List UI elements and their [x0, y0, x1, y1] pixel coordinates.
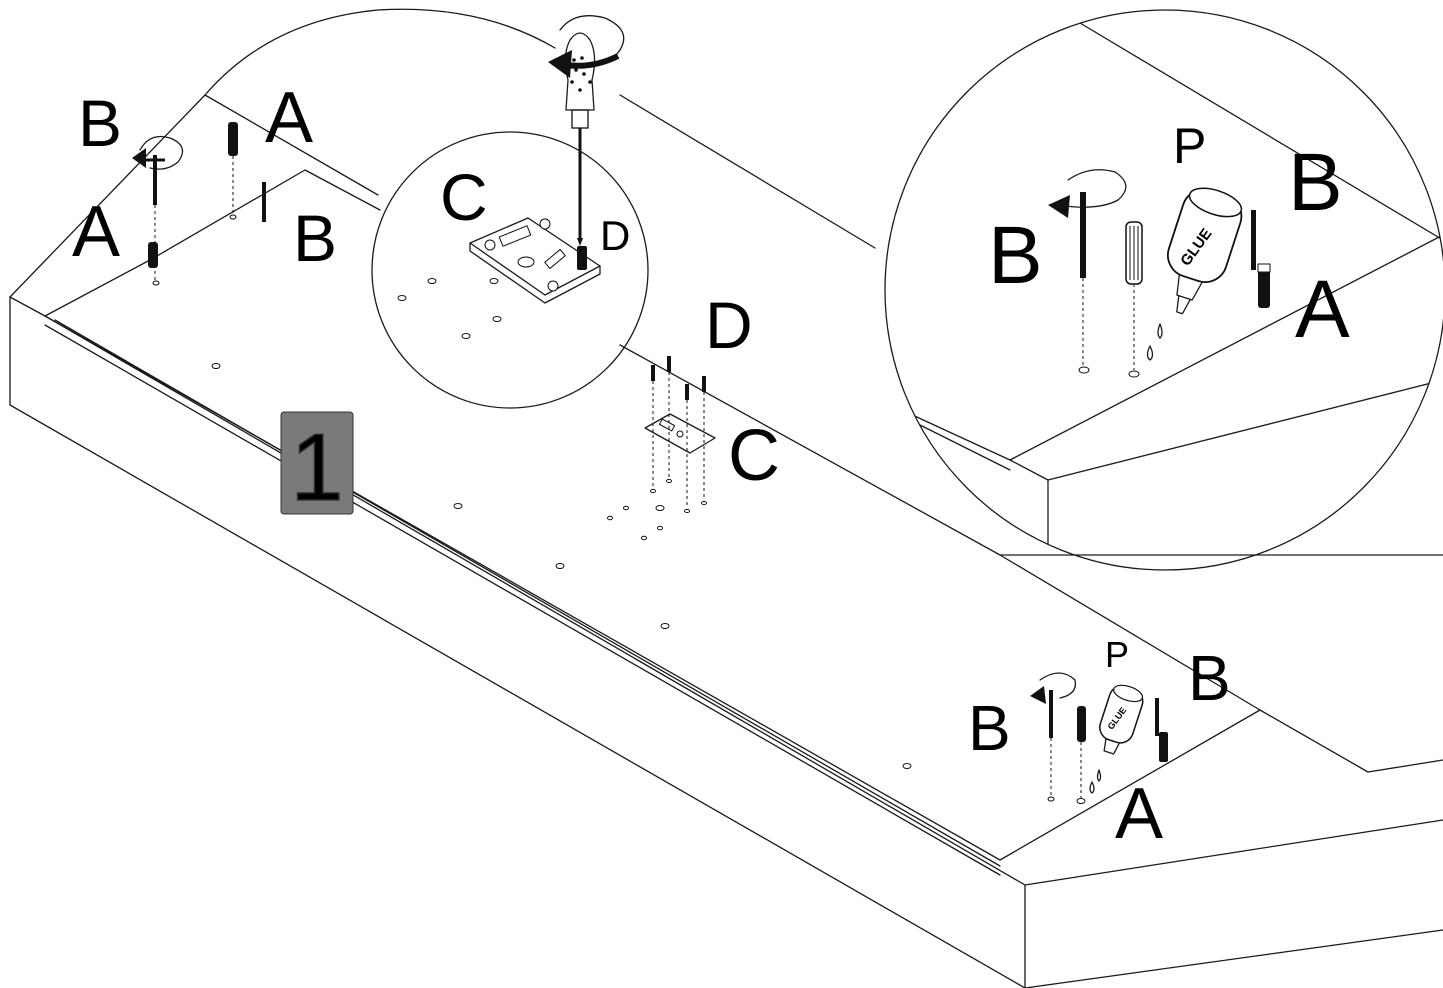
label-b-right-top: B — [1188, 642, 1231, 714]
label-b-detail-left: B — [988, 210, 1043, 301]
bracket-assembly — [644, 356, 716, 514]
detail-circle-center — [304, 131, 649, 409]
label-d-center: D — [705, 288, 753, 362]
label-c-detail: C — [440, 160, 488, 234]
part-labels: B A A B C D D C P B B A P B B A — [72, 78, 1350, 854]
left-fittings — [132, 122, 266, 286]
label-b-left: B — [293, 201, 337, 275]
label-a-detail: A — [1295, 264, 1350, 355]
label-p-detail: P — [1173, 118, 1206, 174]
label-b-detail-right: B — [1288, 137, 1343, 228]
panel-board — [9, 8, 1443, 988]
label-b-right: B — [968, 692, 1011, 764]
detail-circle-right: GLUE — [884, 9, 1443, 571]
label-p-right: P — [1105, 634, 1129, 675]
right-fittings: GLUE — [1030, 672, 1168, 804]
screwdriver-icon — [548, 15, 625, 246]
label-c-center: C — [728, 416, 780, 496]
board-holes — [211, 363, 912, 769]
label-a-left: A — [72, 192, 120, 272]
step-number: 1 — [290, 414, 343, 521]
label-b-left-top: B — [78, 86, 122, 160]
label-a-left-top: A — [265, 78, 313, 158]
label-d-detail: D — [600, 212, 630, 259]
step-badge: 1 — [280, 411, 354, 522]
label-a-right: A — [1115, 774, 1163, 854]
